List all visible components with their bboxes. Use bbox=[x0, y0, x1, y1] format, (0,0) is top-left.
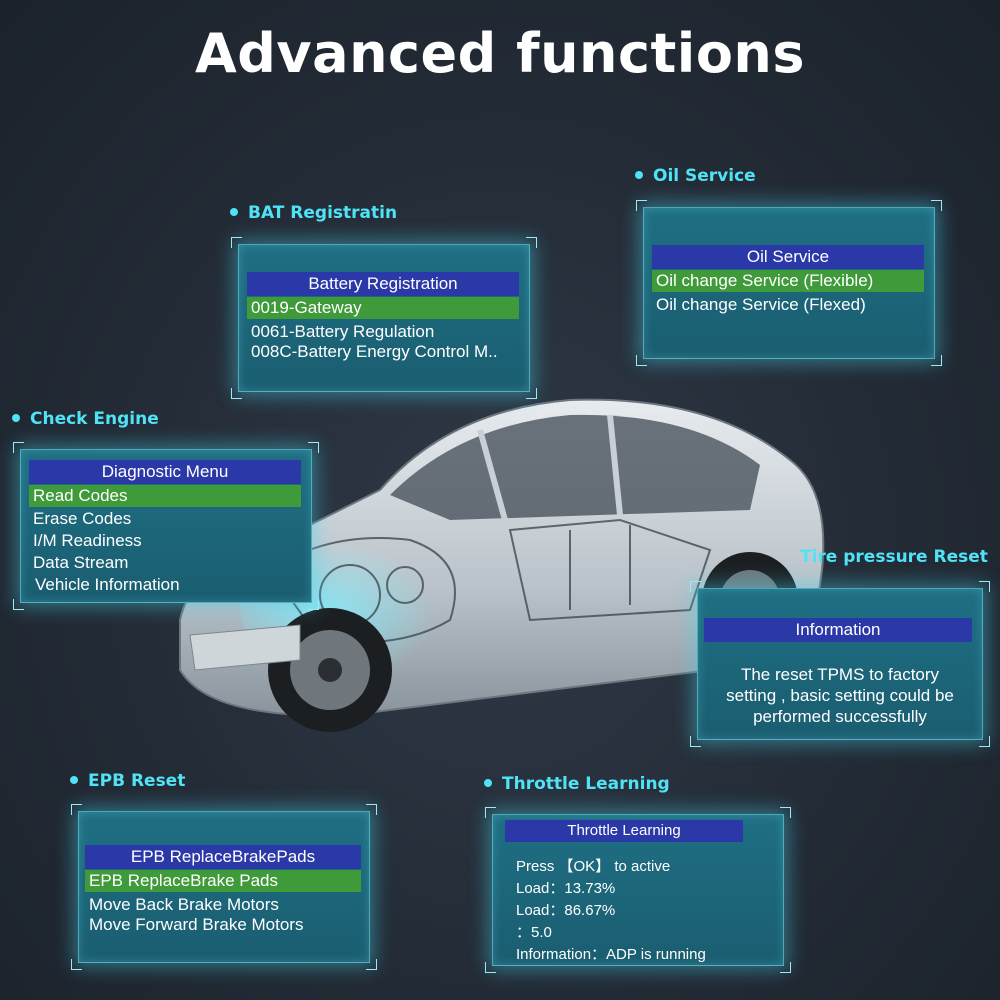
page-title: Advanced functions bbox=[194, 22, 805, 85]
list-item[interactable]: Oil change Service (Flexed) bbox=[656, 295, 866, 314]
diagnostic-menu-header: Diagnostic Menu bbox=[29, 460, 301, 484]
information-header: Information bbox=[704, 618, 972, 642]
epb-reset-panel: EPB ReplaceBrakePads EPB ReplaceBrake Pa… bbox=[71, 804, 377, 970]
engine-selected-item[interactable]: Read Codes bbox=[29, 485, 301, 507]
oil-service-header: Oil Service bbox=[652, 245, 924, 269]
throttle-text-line: Load：13.73% bbox=[516, 880, 616, 897]
throttle-header: Throttle Learning bbox=[505, 820, 743, 842]
epb-header: EPB ReplaceBrakePads bbox=[85, 845, 361, 869]
oil-service-label: Oil Service bbox=[635, 166, 756, 186]
oil-selected-item[interactable]: Oil change Service (Flexible) bbox=[652, 270, 924, 292]
bullet-icon bbox=[70, 775, 78, 784]
bullet-icon bbox=[12, 413, 20, 422]
throttle-text-line: Information：ADP is running bbox=[516, 946, 706, 963]
list-item[interactable]: Move Back Brake Motors bbox=[89, 895, 279, 914]
list-item[interactable]: Erase Codes bbox=[33, 509, 132, 528]
info-text-line: The reset TPMS to factory bbox=[740, 665, 940, 684]
bat-registration-label: BAT Registratin bbox=[230, 203, 397, 223]
list-item[interactable]: 008C-Battery Energy Control M.. bbox=[251, 342, 498, 361]
throttle-text-line: ：5.0 bbox=[516, 924, 552, 941]
check-engine-label: Check Engine bbox=[12, 409, 159, 429]
check-engine-panel: Diagnostic Menu Read Codes Erase Codes I… bbox=[13, 442, 319, 610]
list-item[interactable]: 0061-Battery Regulation bbox=[251, 322, 435, 341]
bat-registration-panel: Battery Registration 0019-Gateway 0061-B… bbox=[231, 237, 537, 399]
info-text-line: performed successfully bbox=[753, 707, 927, 726]
throttle-learning-panel: Throttle Learning Press 【OK】 to active L… bbox=[485, 807, 791, 973]
list-item[interactable]: I/M Readiness bbox=[33, 531, 142, 550]
bullet-icon bbox=[635, 170, 643, 179]
throttle-text-line: Load：86.67% bbox=[516, 902, 616, 919]
list-item[interactable]: Move Forward Brake Motors bbox=[89, 915, 304, 934]
bat-registration-header: Battery Registration bbox=[247, 272, 519, 296]
info-text-line: setting , basic setting could be bbox=[726, 686, 954, 705]
throttle-text-line: Press 【OK】 to active bbox=[516, 858, 671, 875]
epb-reset-label: EPB Reset bbox=[70, 771, 185, 791]
list-item[interactable]: Data Stream bbox=[33, 553, 129, 572]
tire-pressure-panel: Information The reset TPMS to factory se… bbox=[690, 581, 990, 747]
bat-selected-item[interactable]: 0019-Gateway bbox=[247, 297, 519, 319]
throttle-learning-label: Throttle Learning bbox=[484, 774, 670, 794]
list-item[interactable]: Vehicle Information bbox=[35, 575, 180, 594]
bullet-icon bbox=[484, 778, 492, 787]
bullet-icon bbox=[230, 207, 238, 216]
oil-service-panel: Oil Service Oil change Service (Flexible… bbox=[636, 200, 942, 366]
epb-selected-item[interactable]: EPB ReplaceBrake Pads bbox=[85, 870, 361, 892]
tire-pressure-label: Tire pressure Reset bbox=[800, 547, 1000, 567]
